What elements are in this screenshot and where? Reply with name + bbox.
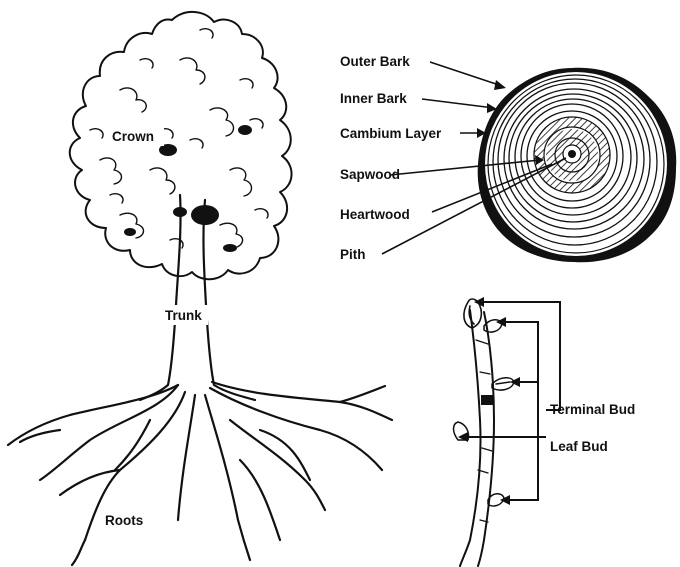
pith-label: Pith xyxy=(340,247,366,262)
crown-label: Crown xyxy=(112,129,154,144)
tree-roots xyxy=(8,382,392,565)
heartwood-label: Heartwood xyxy=(340,207,410,222)
roots-label: Roots xyxy=(105,513,143,528)
leaf-bud-label: Leaf Bud xyxy=(550,439,608,454)
terminal-bud-label: Terminal Bud xyxy=(550,402,635,417)
tree-trunk xyxy=(140,195,255,400)
outer-bark-label: Outer Bark xyxy=(340,54,410,69)
leaf-bud-2 xyxy=(492,378,514,390)
tree-illustration: Crown Trunk Roots xyxy=(8,12,392,565)
twig-dark-band xyxy=(481,395,493,405)
sapwood-label: Sapwood xyxy=(340,167,400,182)
inner-bark-label: Inner Bark xyxy=(340,91,407,106)
twig-illustration: Terminal Bud Leaf Bud xyxy=(454,297,636,566)
trunk-label: Trunk xyxy=(165,308,202,323)
twig-bracket-lines xyxy=(462,302,560,500)
pith-center xyxy=(568,150,576,158)
trunk-cross-section: Outer Bark Inner Bark Cambium Layer Sapw… xyxy=(340,54,676,262)
cambium-layer-label: Cambium Layer xyxy=(340,126,442,141)
